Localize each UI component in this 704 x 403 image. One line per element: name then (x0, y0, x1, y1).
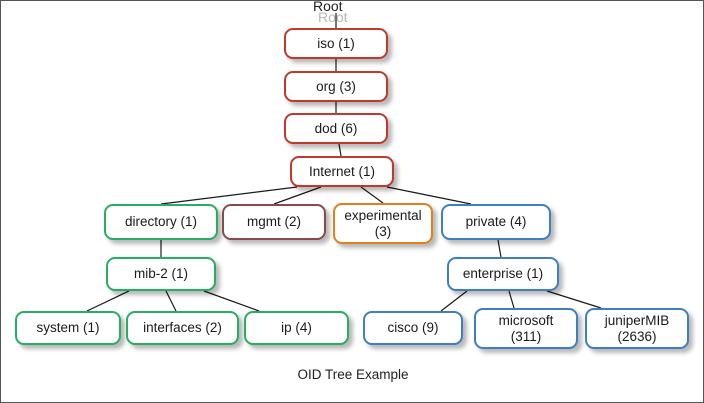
node-internet[interactable]: Internet (1) (290, 156, 394, 187)
node-label-line: system (1) (36, 320, 100, 336)
node-label-line: private (4) (465, 214, 527, 230)
node-label-line: org (3) (316, 78, 356, 94)
node-label-line: dod (6) (314, 120, 358, 136)
node-label: iso (1) (313, 36, 359, 52)
node-enterprise[interactable]: enterprise (1) (447, 257, 559, 291)
node-label: juniperMIB(2636) (601, 313, 674, 344)
node-private[interactable]: private (4) (441, 204, 551, 240)
node-label: system (1) (32, 320, 103, 336)
edge-enterprise-to-juniper (546, 290, 602, 309)
node-label-line: microsoft (498, 312, 554, 328)
node-label: enterprise (1) (459, 266, 547, 282)
node-label-line: ip (4) (281, 320, 312, 336)
edge-enterprise-to-cisco (440, 290, 468, 312)
node-label: mib-2 (1) (130, 266, 192, 282)
node-label-line: mib-2 (1) (133, 266, 188, 282)
node-mgmt[interactable]: mgmt (2) (222, 204, 326, 240)
node-label-line: (2636) (617, 328, 657, 344)
node-label: ip (4) (277, 320, 316, 336)
edge-internet-to-private (386, 186, 472, 205)
edge-mib2-to-system (86, 290, 130, 312)
node-label-line: (3) (374, 223, 392, 239)
node-org[interactable]: org (3) (284, 71, 388, 102)
node-cisco[interactable]: cisco (9) (363, 311, 463, 345)
node-label: interfaces (2) (139, 320, 226, 336)
node-label-line: Internet (1) (308, 163, 376, 179)
node-label-line: juniperMIB (604, 312, 670, 328)
node-directory[interactable]: directory (1) (104, 204, 218, 240)
node-label-line: mgmt (2) (247, 214, 301, 230)
node-dod[interactable]: dod (6) (284, 113, 388, 144)
node-label: dod (6) (311, 121, 362, 137)
edge-internet-to-experimental (360, 186, 384, 204)
node-label: private (4) (462, 214, 531, 230)
node-label-line: enterprise (1) (462, 266, 544, 282)
node-iso[interactable]: iso (1) (284, 28, 388, 59)
edge-internet-to-directory (160, 186, 298, 205)
node-label: mgmt (2) (243, 214, 305, 230)
node-label-line: interfaces (2) (143, 320, 222, 336)
node-experimental[interactable]: experimental(3) (333, 203, 433, 244)
node-mib2[interactable]: mib-2 (1) (106, 257, 216, 291)
node-label-line: iso (1) (317, 35, 355, 51)
edge-mib2-to-ip (203, 290, 260, 312)
node-microsoft[interactable]: microsoft(311) (474, 308, 578, 349)
node-label: org (3) (312, 79, 360, 95)
edge-mib2-to-interfaces (165, 290, 177, 312)
edge-private-to-enterprise (497, 239, 502, 258)
node-juniper[interactable]: juniperMIB(2636) (585, 308, 689, 349)
node-label-line: (311) (510, 328, 542, 344)
root-label-shadow: Root (318, 9, 348, 25)
node-label-line: cisco (9) (387, 320, 439, 336)
node-ip[interactable]: ip (4) (244, 311, 349, 345)
root-label: Root (313, 0, 343, 14)
node-label-line: directory (1) (124, 214, 197, 230)
diagram-caption: OID Tree Example (297, 367, 409, 382)
node-label: Internet (1) (305, 164, 379, 180)
node-label: experimental(3) (340, 208, 425, 239)
node-label: cisco (9) (383, 320, 442, 336)
node-label-line: experimental (344, 207, 422, 223)
edge-dod-to-internet (338, 143, 342, 157)
node-system[interactable]: system (1) (15, 311, 121, 345)
edge-internet-to-mgmt (273, 186, 322, 205)
edge-enterprise-to-microsoft (508, 290, 515, 309)
node-label: directory (1) (121, 214, 201, 230)
node-interfaces[interactable]: interfaces (2) (126, 311, 239, 345)
node-label: microsoft(311) (495, 313, 558, 344)
